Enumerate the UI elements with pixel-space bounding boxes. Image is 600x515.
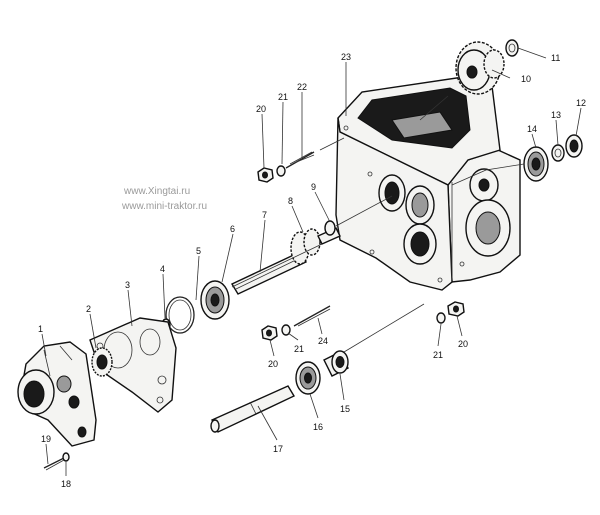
gear-10 — [455, 41, 505, 95]
callout-10: 10 — [521, 74, 531, 84]
shaft-17 — [210, 385, 295, 433]
stud-24 — [293, 305, 331, 327]
shaft-7 — [231, 251, 307, 295]
bolt-19 — [43, 457, 65, 471]
washer-11 — [505, 39, 519, 57]
callout-3: 3 — [125, 280, 130, 290]
callout-22: 22 — [297, 82, 307, 92]
bearing-16 — [295, 361, 321, 395]
stud-22-top — [285, 151, 315, 169]
washer-21-right — [436, 312, 446, 324]
callout-20-mid: 20 — [268, 359, 278, 369]
gearbox-housing — [335, 75, 521, 291]
callout-24: 24 — [318, 336, 328, 346]
callout-18: 18 — [61, 479, 71, 489]
washer-18 — [62, 452, 70, 462]
callout-21-top: 21 — [278, 92, 288, 102]
callout-20-right: 20 — [458, 339, 468, 349]
circlip-5 — [165, 296, 195, 334]
callout-leaders — [41, 47, 582, 476]
callout-2: 2 — [86, 304, 91, 314]
callout-1: 1 — [38, 324, 43, 334]
ring-9 — [324, 220, 336, 236]
callout-21-right: 21 — [433, 350, 443, 360]
callout-9: 9 — [311, 182, 316, 192]
bearing-15 — [323, 350, 349, 377]
callout-6: 6 — [230, 224, 235, 234]
callout-20-top: 20 — [256, 104, 266, 114]
gear-8 — [290, 227, 341, 265]
callout-7: 7 — [262, 210, 267, 220]
watermark-mini-traktor: www.mini-traktor.ru — [121, 201, 207, 212]
callout-numbers: 1 2 3 4 5 6 7 8 9 10 11 12 13 14 15 16 1… — [38, 52, 586, 489]
washer-21-mid — [281, 324, 291, 336]
nut-20-top — [257, 167, 274, 183]
seal-2 — [91, 347, 113, 377]
washer-21-top — [276, 165, 286, 177]
callout-13: 13 — [551, 110, 561, 120]
callout-8: 8 — [288, 196, 293, 206]
bearing-14 — [523, 146, 549, 182]
washer-13 — [551, 144, 565, 162]
assembly-axis-lines — [231, 95, 525, 353]
callout-15: 15 — [340, 404, 350, 414]
cover-1 — [17, 341, 97, 447]
callout-23: 23 — [341, 52, 351, 62]
nut-20-right — [447, 301, 465, 317]
callout-17: 17 — [273, 444, 283, 454]
callout-12: 12 — [576, 98, 586, 108]
watermark-xingtai: www.Xingtai.ru — [123, 186, 190, 197]
callout-16: 16 — [313, 422, 323, 432]
gasket-3 — [89, 317, 177, 413]
callout-11: 11 — [551, 53, 560, 63]
bearing-12 — [565, 134, 583, 158]
nut-20-mid — [261, 325, 278, 341]
callout-21-mid: 21 — [294, 344, 304, 354]
callout-14: 14 — [527, 124, 537, 134]
bearing-6 — [200, 280, 230, 320]
callout-19: 19 — [41, 434, 51, 444]
callout-5: 5 — [196, 246, 201, 256]
callout-4: 4 — [160, 264, 165, 274]
